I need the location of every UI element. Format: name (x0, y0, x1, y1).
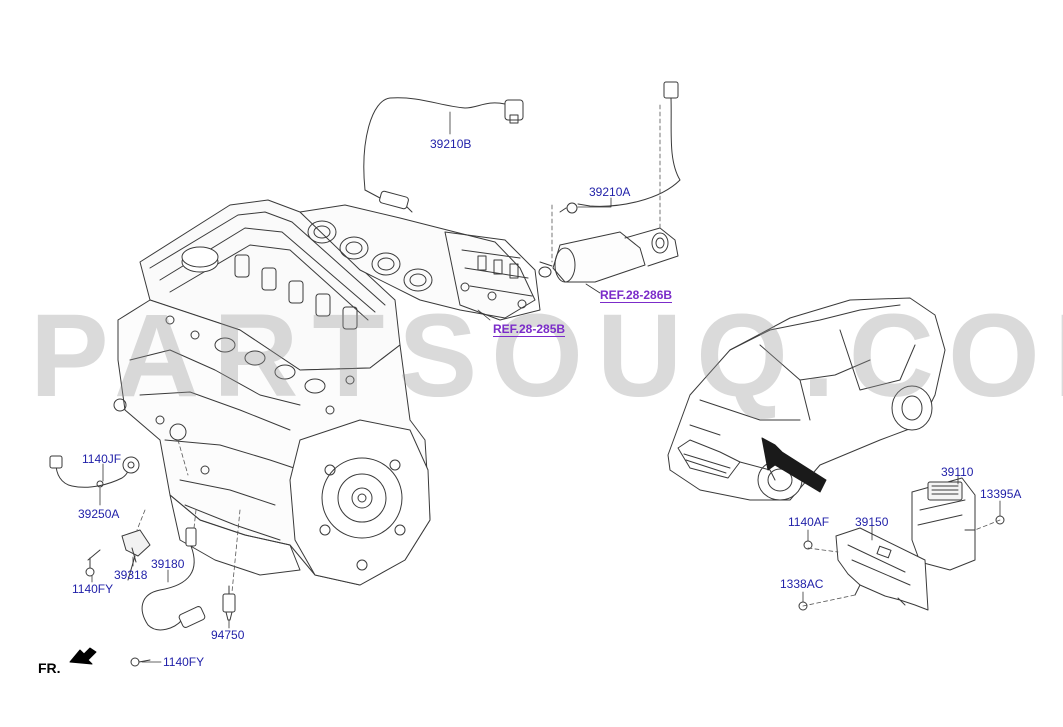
front-direction-label: FR. (38, 660, 61, 676)
part-label-crank-position-sensor[interactable]: 39180 (151, 557, 185, 571)
upper-oxygen-sensor-drawing (363, 97, 524, 213)
part-label-ecu-screw[interactable]: 13395A (980, 487, 1022, 501)
crank-position-sensor-drawing (141, 527, 206, 631)
engine-assembly (113, 199, 431, 586)
ref-exhaust-manifold-link[interactable]: REF.28-285B (493, 322, 566, 337)
bolt-drawings (85, 515, 1005, 667)
dashed-lines (136, 104, 1001, 607)
part-label-cam-position-sensor[interactable]: 39318 (114, 568, 148, 582)
ecu-location-arrow (761, 437, 827, 493)
oil-pressure-switch-drawing (222, 585, 236, 621)
part-label-ecu[interactable]: 39110 (941, 465, 974, 479)
ecu-drawing (911, 477, 976, 571)
part-label-ecu-bolt[interactable]: 1140AF (788, 515, 830, 529)
vehicle-drawing (667, 297, 946, 501)
ref-catalytic-converter-link[interactable]: REF.28-286B (600, 288, 673, 303)
knock-sensor-drawing (49, 455, 140, 488)
part-label-knock-sensor-bolt[interactable]: 1140JF (82, 452, 122, 466)
ecu-bracket-drawing (835, 527, 929, 611)
part-label-oil-pressure-switch[interactable]: 94750 (211, 628, 245, 642)
exhaust-manifold (299, 204, 541, 321)
part-label-crank-sensor-bolt[interactable]: 1140FY (163, 655, 205, 669)
catalytic-converter (538, 227, 679, 283)
part-label-ecu-bracket[interactable]: 39150 (855, 515, 889, 529)
part-label-cam-sensor-bolt[interactable]: 1140FY (72, 582, 114, 596)
cam-position-sensor-drawing (121, 529, 151, 581)
front-direction-arrow (69, 647, 97, 665)
leader-lines (91, 111, 1001, 663)
part-label-upper-oxygen-sensor[interactable]: 39210B (430, 137, 472, 151)
part-label-ecu-nut[interactable]: 1338AC (780, 577, 824, 591)
part-label-lower-oxygen-sensor[interactable]: 39210A (589, 185, 631, 199)
part-label-knock-sensor[interactable]: 39250A (78, 507, 120, 521)
